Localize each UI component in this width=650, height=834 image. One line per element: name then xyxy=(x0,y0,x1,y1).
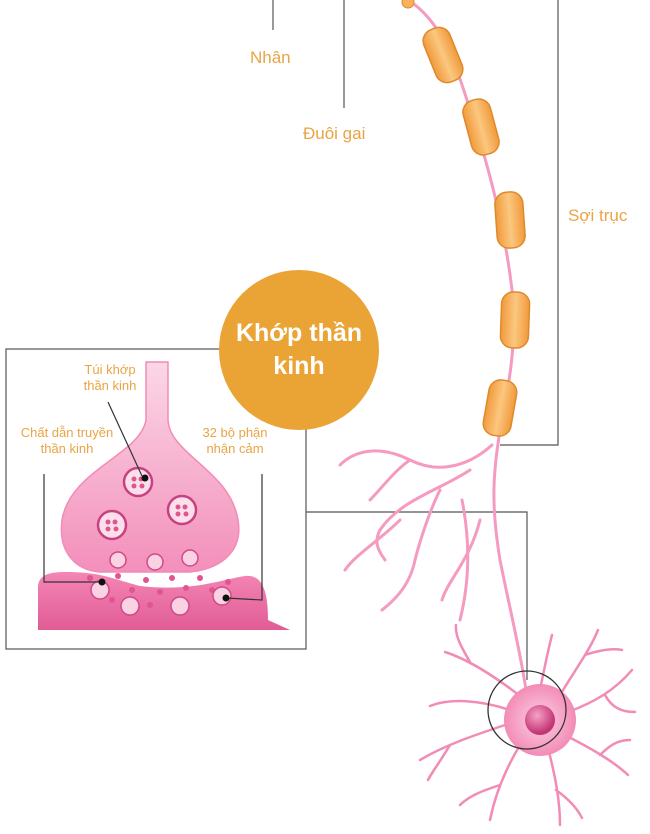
myelin-segment xyxy=(494,191,526,249)
vesicle xyxy=(98,511,126,539)
axon-terminals xyxy=(340,445,492,620)
myelin-segment xyxy=(481,378,518,438)
transmitter-label-line1: Chất dẫn truyền xyxy=(6,425,128,441)
synapse-badge: Khớp thần kinh xyxy=(219,270,379,430)
dendrite-label: Đuôi gai xyxy=(303,124,365,144)
transmitter-label: Chất dẫn truyền thần kinh xyxy=(6,425,128,457)
myelin-segment-top xyxy=(402,0,414,8)
vesicle xyxy=(124,468,152,496)
transmitter-label-line2: thần kinh xyxy=(6,441,128,457)
vesicle-label: Túi khớp thần kinh xyxy=(50,362,170,394)
myelin-segment xyxy=(460,96,502,157)
vesicle-label-line1: Túi khớp xyxy=(50,362,170,378)
receptor-label-line1: 32 bộ phận xyxy=(180,425,290,441)
receptor-label-line2: nhận cảm xyxy=(180,441,290,457)
myelin-sheath xyxy=(420,24,530,438)
receptor-label: 32 bộ phận nhận cảm xyxy=(180,425,290,457)
vesicle-label-line2: thần kinh xyxy=(50,378,170,394)
synapse-title: Khớp thần kinh xyxy=(234,317,364,383)
synapse-leader xyxy=(305,512,527,680)
nucleus xyxy=(525,705,555,735)
vesicle xyxy=(168,496,196,524)
axon-label: Sợi trục xyxy=(568,206,627,226)
myelin-segment xyxy=(420,24,467,86)
nucleus-label: Nhân xyxy=(250,48,291,68)
myelin-segment xyxy=(500,292,530,349)
